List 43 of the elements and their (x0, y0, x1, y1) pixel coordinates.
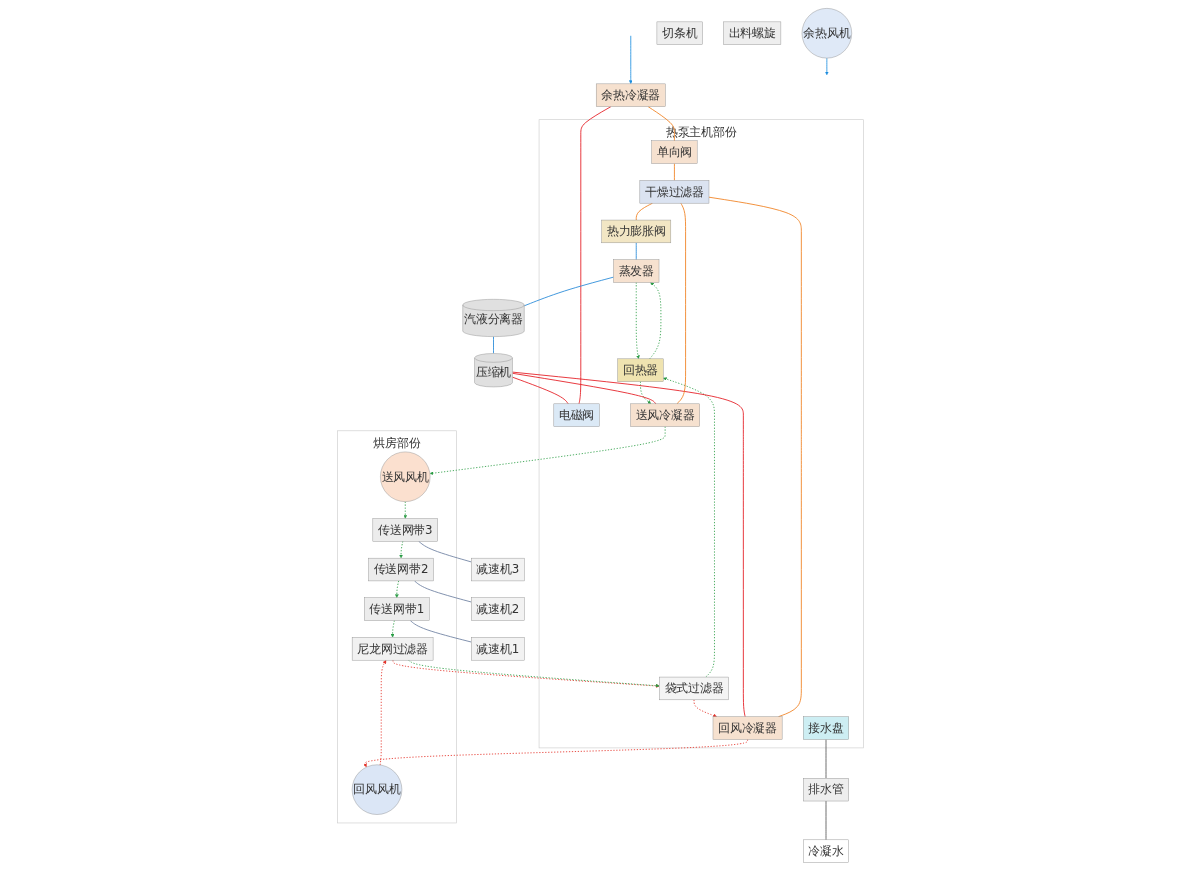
component-box: 传送网带3 (372, 518, 438, 542)
pipe-line (511, 371, 746, 718)
component-box: 传送网带2 (367, 557, 434, 582)
component-box: 袋式过滤器 (658, 676, 729, 701)
pipe-line (511, 376, 569, 405)
pipe-line (825, 800, 826, 841)
component-box: 传送网带1 (363, 597, 429, 621)
component-box: 回风冷凝器 (712, 716, 782, 740)
pipe-line (511, 372, 656, 405)
component-box: 冷凝水 (802, 839, 849, 863)
component-box: 减速机1 (470, 637, 525, 661)
component-box: 电磁阀 (553, 403, 600, 427)
pipe-line (523, 276, 614, 307)
component-box: 回热器 (617, 358, 663, 382)
component-box: 汽液分离器 (462, 299, 525, 337)
pipe-line (409, 620, 472, 643)
pipe-line (635, 202, 653, 221)
component-box: 干燥过滤器 (639, 180, 709, 204)
pipe-line (708, 196, 802, 718)
component-box: 压缩机 (473, 353, 513, 388)
component-box: 尼龙网过滤器 (351, 637, 433, 661)
component-box: 排水管 (802, 778, 849, 802)
pipe-line (413, 580, 472, 603)
component-box: 余热冷凝器 (595, 83, 666, 107)
pipe-line (673, 163, 675, 181)
component-box: 热力膨胀阀 (601, 219, 671, 244)
component-box: 接水盘 (802, 716, 849, 740)
component-box: 单向阀 (651, 140, 697, 164)
component-box: 蒸发器 (612, 259, 659, 283)
component-box: 出料螺旋 (722, 21, 781, 45)
pipe-line (492, 336, 494, 354)
component-box: 余热风机 (801, 8, 852, 59)
pipe-line (578, 106, 611, 405)
component-box: 送风冷凝器 (629, 403, 700, 427)
component-box: 送风风机 (379, 451, 430, 502)
pipe-line (635, 242, 637, 261)
component-box: 减速机3 (470, 557, 525, 582)
pipe-line (825, 739, 826, 779)
component-box: 减速机2 (470, 597, 525, 621)
component-box: 回风风机 (351, 764, 402, 815)
pipe-line (417, 540, 472, 563)
component-box: 切条机 (656, 21, 703, 45)
pipe-line (676, 202, 686, 405)
